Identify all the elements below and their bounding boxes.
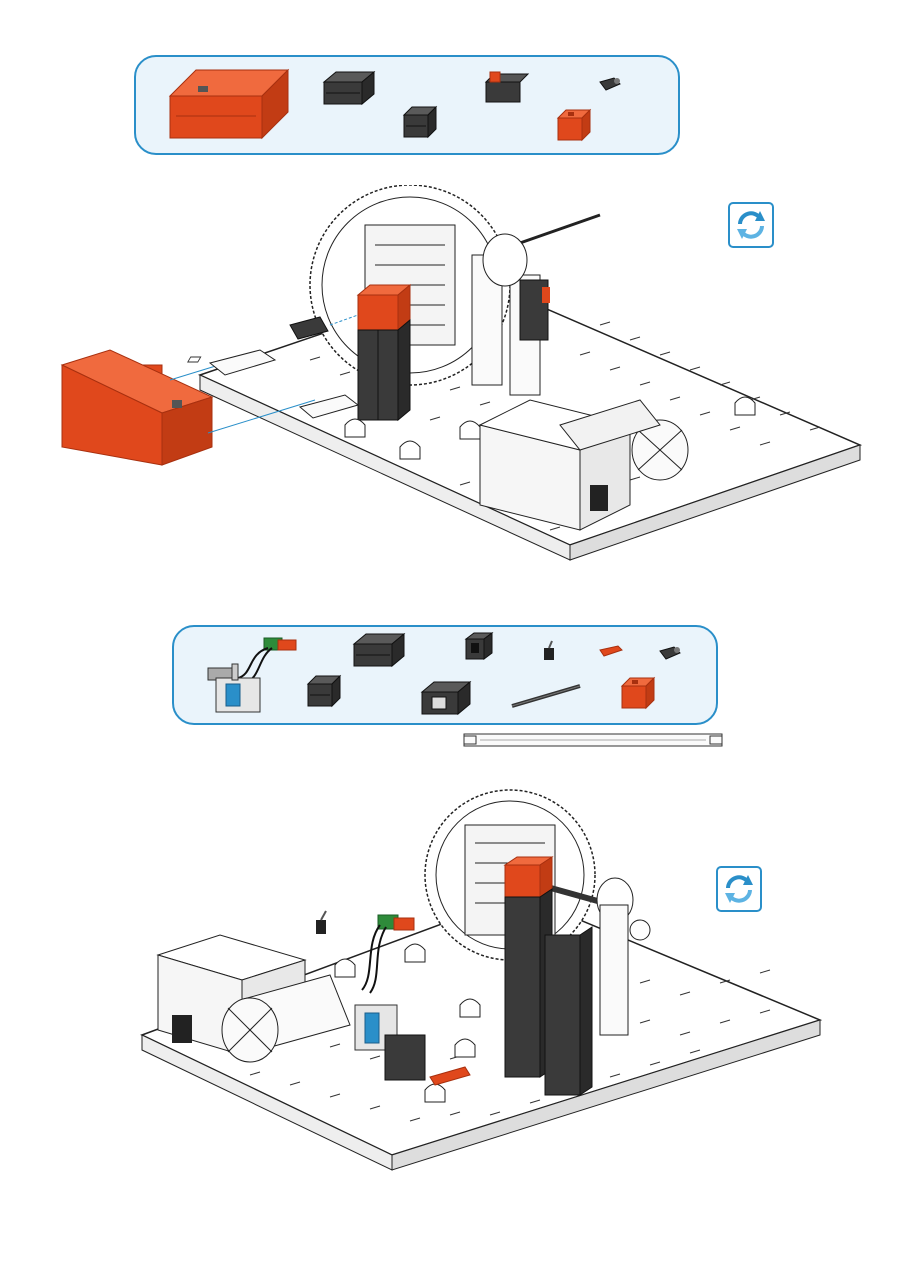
dark-column — [545, 935, 580, 1095]
shaft-coupling-part — [598, 76, 622, 92]
building-block-15-part — [402, 105, 438, 139]
building-block-red-part — [556, 108, 592, 142]
axle-part — [508, 682, 584, 710]
micro-switch-part — [484, 70, 532, 104]
solenoid-valve-part — [198, 634, 302, 718]
building-block-30-part — [352, 632, 406, 668]
battery-box-part — [166, 66, 290, 140]
battery-box-assembly — [62, 350, 212, 465]
plug-part — [540, 640, 558, 662]
assembly-scene-step-2 — [130, 785, 830, 1175]
red-block-on-column — [358, 295, 398, 330]
clip-part — [598, 644, 624, 658]
plug-mounted — [316, 920, 326, 934]
building-block-30-part — [322, 70, 376, 106]
building-block-15-part — [306, 674, 342, 708]
bracket-block-part — [420, 680, 472, 716]
dark-column — [505, 897, 540, 1077]
shaft-coupling-part — [658, 645, 682, 661]
strut-part — [460, 728, 726, 752]
angle-block-part — [464, 631, 494, 661]
building-block-red-part — [620, 676, 656, 710]
assembly-scene-step-1 — [40, 185, 870, 565]
red-block-on-column — [505, 865, 540, 897]
